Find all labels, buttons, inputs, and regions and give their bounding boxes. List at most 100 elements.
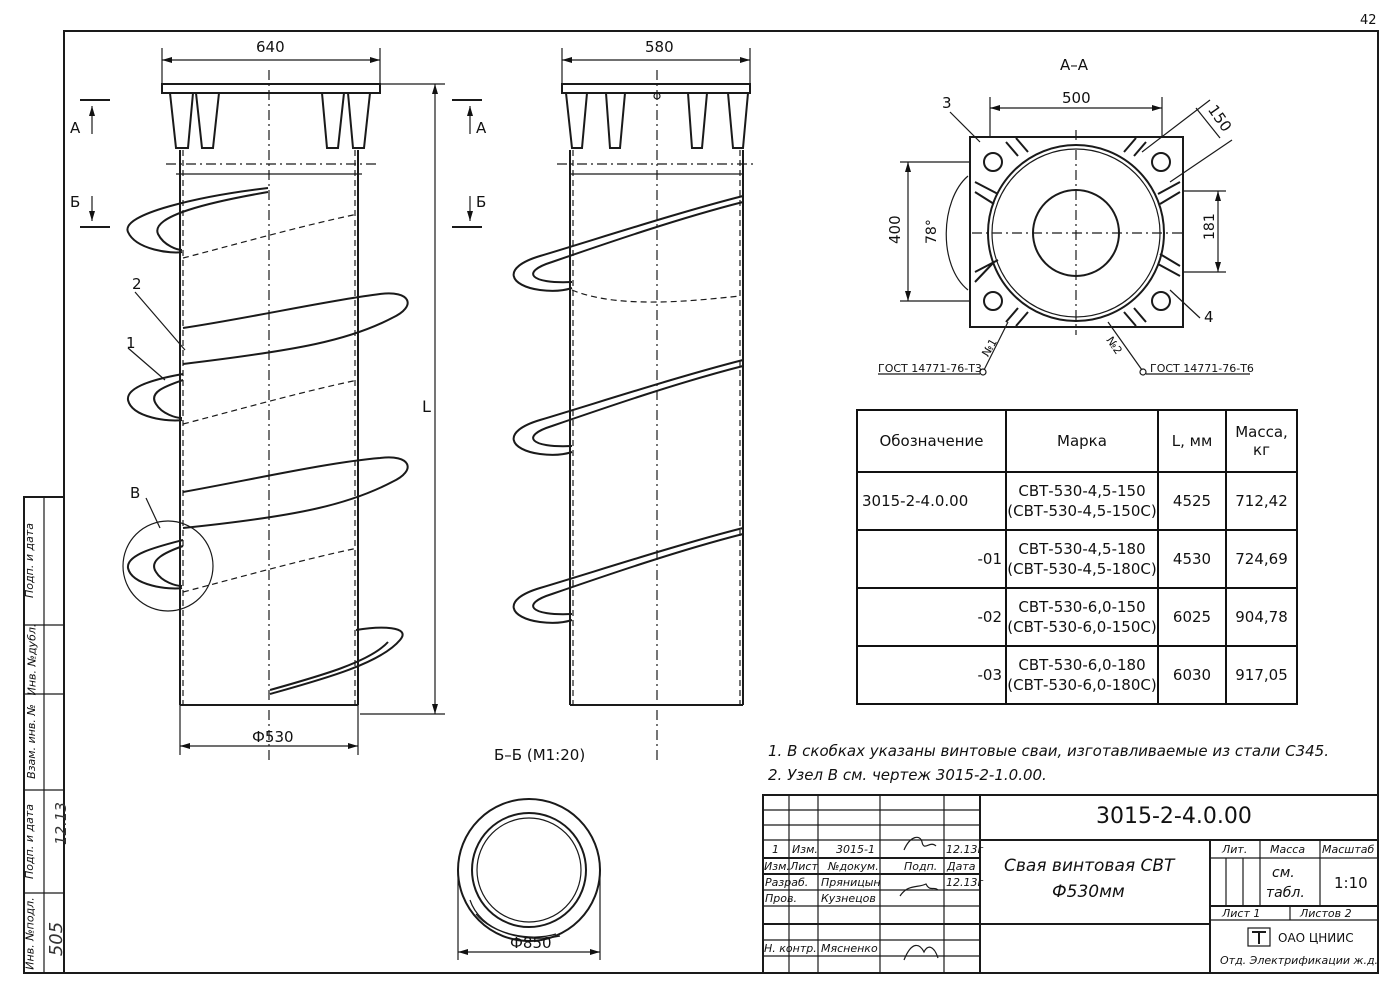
role-check: Пров.	[765, 892, 797, 905]
row-designation: 3015-2-4.0.00	[856, 471, 1007, 531]
role-dev: Разраб.	[765, 876, 809, 889]
row-mark: СВТ-530-6,0-180(СВТ-530-6,0-180С)	[1005, 645, 1159, 705]
side-inv-dubl: Инв. №дубл.	[25, 623, 39, 696]
change-date: 12.13г	[946, 843, 984, 856]
sheets-label: Листов 2	[1300, 907, 1352, 920]
side-inv-podl: Инв. №подл.	[23, 897, 37, 970]
aa-gost-left: ГОСТ 14771-76-Т3	[878, 362, 982, 375]
row-mark-1: СВТ-530-4,5-150	[1018, 482, 1146, 500]
front-dim-bottom: Ф530	[252, 728, 294, 746]
title-line-1: Свая винтовая СВТ	[1004, 856, 1175, 876]
side-podp-data-2: Подп. и дата	[22, 804, 36, 879]
col-list: Лист	[790, 860, 818, 873]
row-mark-1: СВТ-530-6,0-150	[1018, 598, 1146, 616]
header-mass: Масса, кг	[1225, 409, 1298, 473]
front-view	[80, 48, 482, 760]
header-length: L, мм	[1157, 409, 1227, 473]
section-bb-view	[457, 798, 601, 960]
note-2: 2. Узел В см. чертеж 3015-2-1.0.00.	[768, 766, 1047, 784]
section-b-right: Б	[476, 193, 486, 211]
row-mark: СВТ-530-4,5-180(СВТ-530-4,5-180С)	[1005, 529, 1159, 589]
role-norm: Н. контр.	[764, 942, 817, 955]
aa-dim-500: 500	[1062, 89, 1091, 107]
header-mark: Марка	[1005, 409, 1159, 473]
col-docnum: №докум.	[828, 860, 879, 873]
table-row: 3015-2-4.0.00 СВТ-530-4,5-150 (СВТ-530-4,…	[856, 471, 1298, 531]
side-inv-value: 505	[46, 921, 68, 957]
col-izm: Изм.	[764, 860, 790, 873]
section-a-right: А	[476, 119, 487, 137]
mass-label: Масса	[1270, 843, 1306, 856]
org-dept: Отд. Электрификации ж.д.	[1220, 954, 1379, 967]
change-no: 1	[772, 843, 779, 856]
section-b-left: Б	[70, 193, 80, 211]
aa-dim-400: 400	[886, 215, 904, 244]
lit-label: Лит.	[1222, 843, 1248, 856]
spec-header-row: Обозначение Марка L, мм Масса, кг	[856, 409, 1298, 473]
row-length: 6025	[1157, 587, 1227, 647]
section-bb-title: Б–Б (М1:20)	[494, 746, 585, 764]
name-dev: Пряницын	[821, 876, 881, 889]
table-row: -01 СВТ-530-4,5-180(СВТ-530-4,5-180С) 45…	[856, 529, 1298, 589]
front-dim-length: L	[422, 397, 431, 416]
title-line-2: Ф530мм	[1052, 882, 1125, 902]
header-designation: Обозначение	[856, 409, 1007, 473]
section-aa-title: А–А	[1060, 56, 1089, 74]
scale-value: 1:10	[1334, 874, 1368, 892]
row-mark-2: (СВТ-530-6,0-150С)	[1007, 618, 1157, 636]
aa-callout-4: 4	[1204, 308, 1214, 326]
row-length: 4525	[1157, 471, 1227, 531]
section-a-left: А	[70, 119, 81, 137]
scale-label: Масштаб	[1322, 843, 1375, 856]
aa-dim-150: 150	[1204, 101, 1235, 135]
row-mark: СВТ-530-6,0-150 (СВТ-530-6,0-150С)	[1005, 587, 1159, 647]
col-date: Дата	[947, 860, 976, 873]
date-dev: 12.13г	[946, 876, 984, 889]
aa-dim-181: 181	[1202, 213, 1218, 240]
name-norm: Мясненко	[821, 942, 878, 955]
row-mass: 712,42	[1225, 471, 1298, 531]
table-row: -02 СВТ-530-6,0-150 (СВТ-530-6,0-150С) 60…	[856, 587, 1298, 647]
row-mass: 724,69	[1225, 529, 1298, 589]
side-date-value: 12.13	[51, 802, 70, 845]
aa-dim-78: 78°	[924, 219, 940, 244]
sheet-label: Лист 1	[1222, 907, 1261, 920]
change-label: Изм.	[792, 843, 818, 856]
row-mass: 917,05	[1225, 645, 1298, 705]
side-podp-data-1: Подп. и дата	[22, 523, 36, 598]
section-aa-view	[878, 97, 1250, 376]
row-mark-2: (СВТ-530-6,0-180С)	[1007, 676, 1157, 694]
callout-1: 1	[126, 334, 136, 352]
side-stamp	[23, 496, 65, 974]
aa-callout-3: 3	[942, 94, 952, 112]
aa-gost-right: ГОСТ 14771-76-Т6	[1150, 362, 1254, 375]
org-name: ОАО ЦНИИС	[1278, 931, 1354, 945]
row-length: 4530	[1157, 529, 1227, 589]
row-designation: -01	[856, 529, 1007, 589]
bb-dim: Ф850	[510, 934, 552, 952]
doc-number: 3015-2-4.0.00	[1096, 804, 1252, 829]
mass-value-2: табл.	[1266, 885, 1305, 901]
row-mark-2: (СВТ-530-4,5-150С)	[1007, 502, 1157, 520]
side-dim-top: 580	[645, 38, 674, 56]
row-mark-1: СВТ-530-4,5-180	[1018, 540, 1146, 558]
node-b-circle	[122, 520, 214, 612]
callout-2: 2	[132, 275, 142, 293]
note-1: 1. В скобках указаны винтовые сваи, изго…	[768, 742, 1329, 760]
change-doc: 3015-1	[836, 843, 875, 856]
col-sign: Подп.	[904, 860, 938, 873]
spec-table: Обозначение Марка L, мм Масса, кг 3015-2…	[856, 409, 1298, 705]
row-mark: СВТ-530-4,5-150 (СВТ-530-4,5-150С)	[1005, 471, 1159, 531]
row-designation: -02	[856, 587, 1007, 647]
row-length: 6030	[1157, 645, 1227, 705]
side-view	[512, 48, 757, 760]
row-mass: 904,78	[1225, 587, 1298, 647]
aa-weld-2: №2	[1104, 334, 1125, 357]
mass-value-1: см.	[1272, 865, 1295, 881]
aa-weld-1: №1	[979, 336, 999, 358]
front-dim-top: 640	[256, 38, 285, 56]
row-designation: -03	[856, 645, 1007, 705]
org-logo	[1247, 927, 1271, 947]
callout-b: В	[130, 484, 140, 502]
